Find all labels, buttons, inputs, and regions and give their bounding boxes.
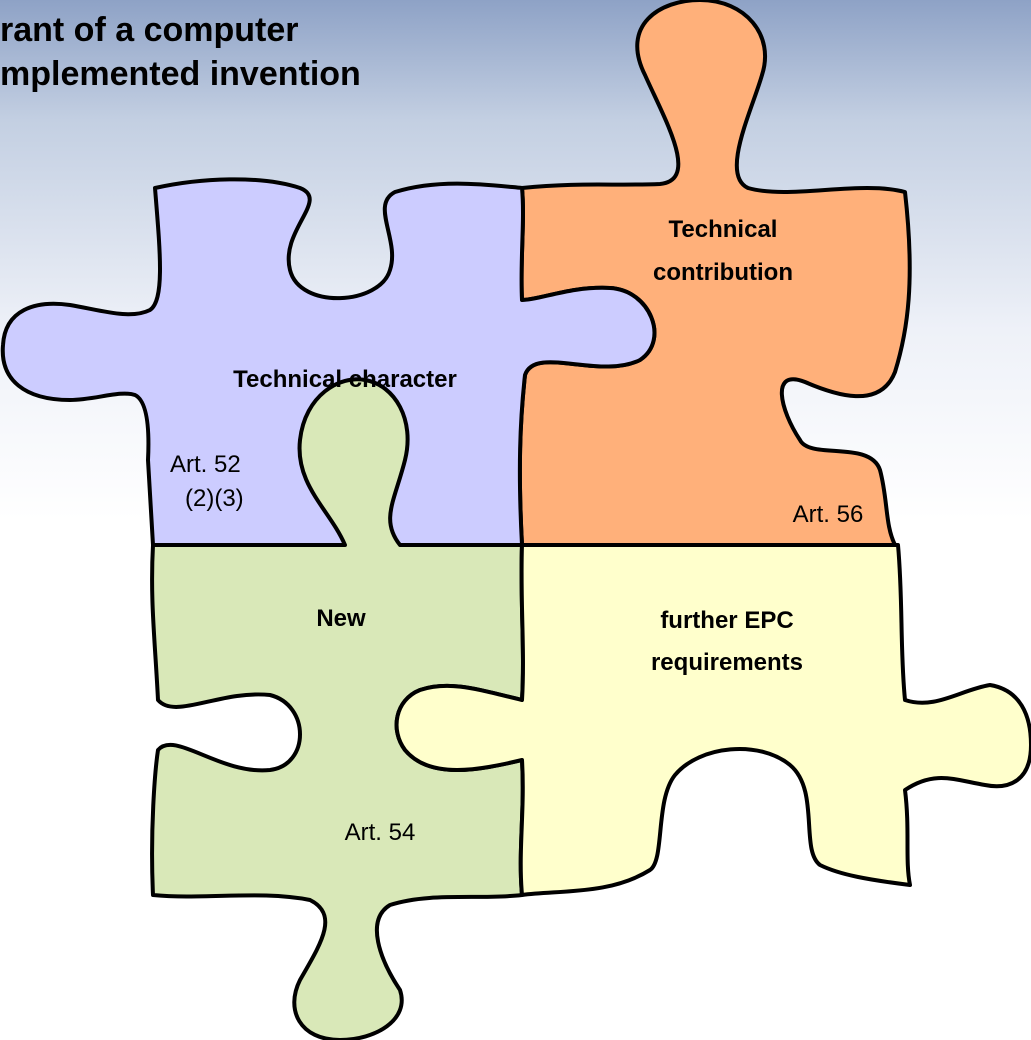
further-epc-label-line-2: requirements bbox=[651, 649, 803, 676]
slide-title: rant of a computer mplemented invention bbox=[0, 8, 361, 96]
technical-contribution-article: Art. 56 bbox=[793, 501, 864, 528]
technical-character-label: Technical character bbox=[233, 366, 457, 393]
piece-further-epc bbox=[394, 543, 1031, 897]
technical-character-article-line-1: Art. 52 bbox=[170, 451, 241, 478]
piece-new bbox=[150, 377, 525, 1040]
new-label: New bbox=[316, 605, 366, 632]
new-article: Art. 54 bbox=[345, 819, 416, 846]
title-line-2: mplemented invention bbox=[0, 55, 361, 93]
technical-character-article-line-2: (2)(3) bbox=[185, 485, 244, 512]
technical-contribution-label-line-2: contribution bbox=[653, 259, 793, 286]
further-epc-label-line-1: further EPC bbox=[660, 607, 793, 634]
piece-technical-character bbox=[0, 177, 657, 547]
technical-contribution-label-line-1: Technical bbox=[669, 216, 778, 243]
title-line-1: rant of a computer bbox=[0, 11, 299, 49]
